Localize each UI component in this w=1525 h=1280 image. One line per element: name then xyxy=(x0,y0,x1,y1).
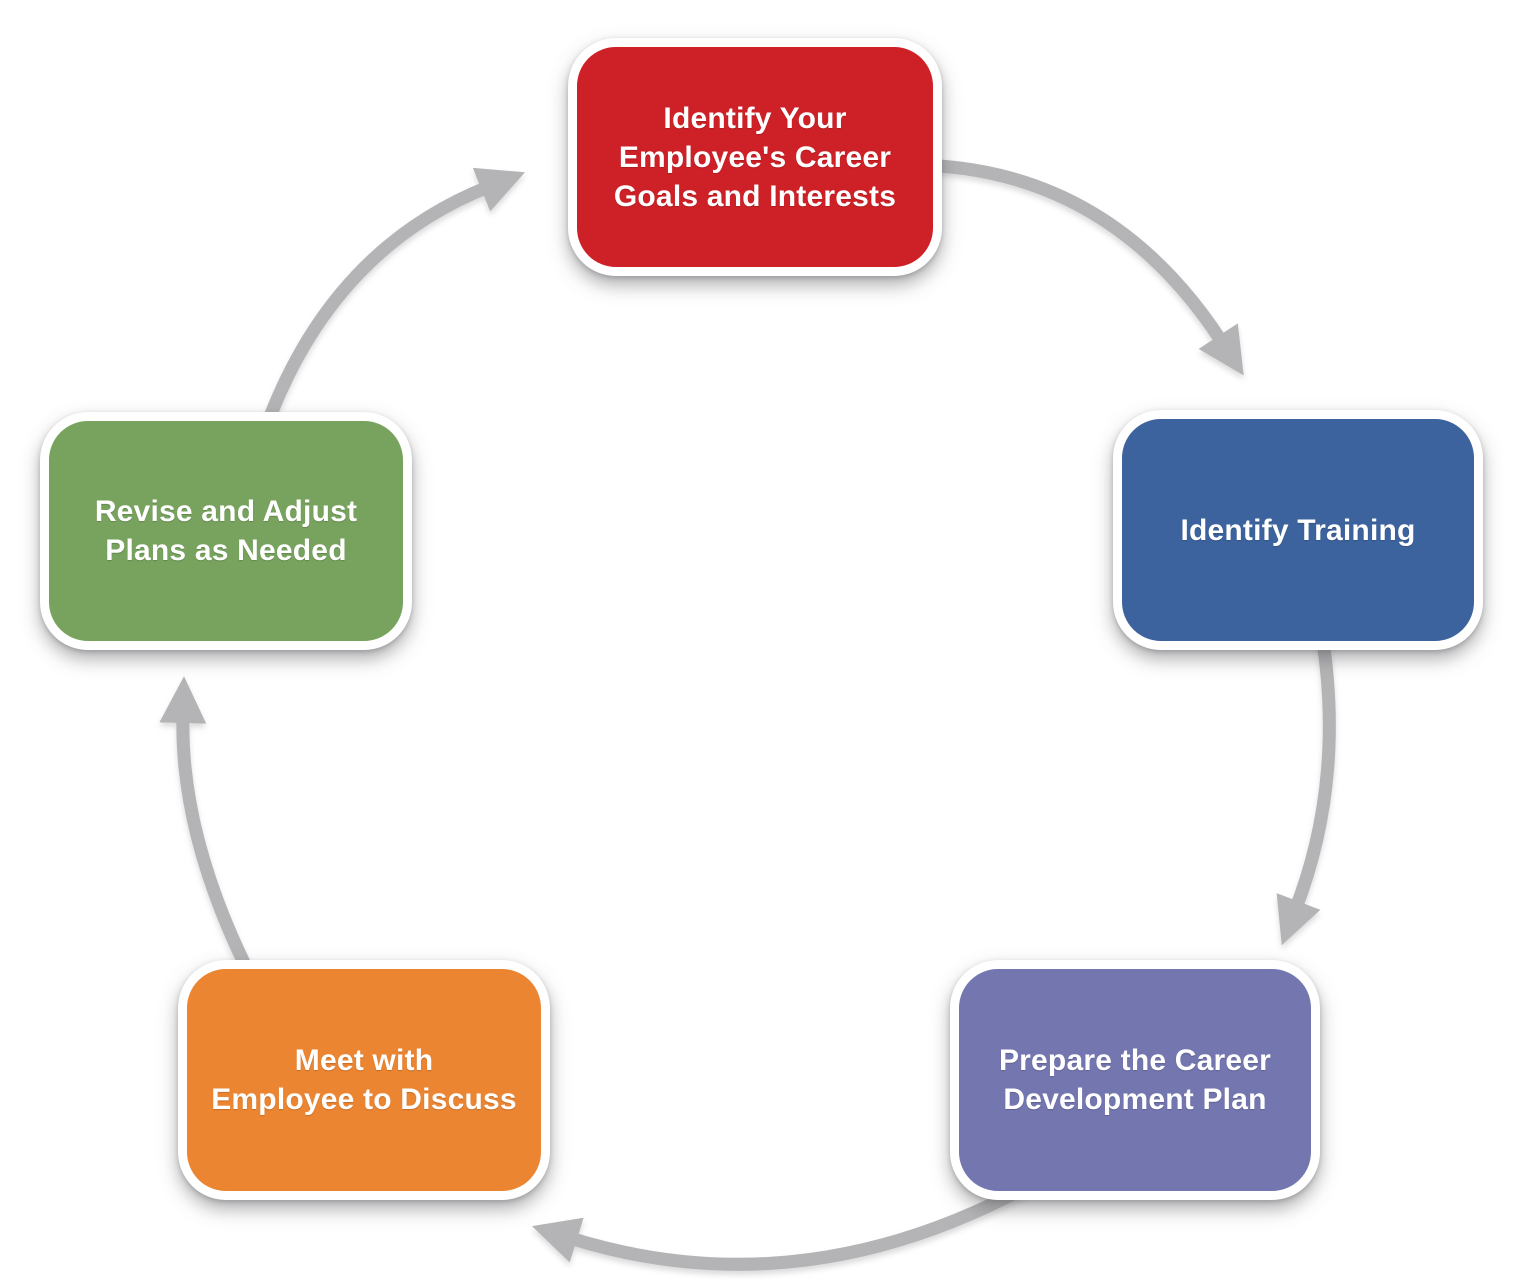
arrow-training-to-plan xyxy=(1276,633,1336,946)
node-identify-training: Identify Training xyxy=(1113,410,1483,650)
arrow-plan-to-meet xyxy=(532,1179,1034,1271)
node-meet-employee-label: Meet with Employee to Discuss xyxy=(211,1044,517,1116)
arrow-revise-to-goals xyxy=(258,167,525,433)
node-identify-training-label: Identify Training xyxy=(1180,513,1416,547)
node-revise-plans-label: Revise and Adjust Plans as Needed xyxy=(94,495,358,567)
node-revise-plans: Revise and Adjust Plans as Needed xyxy=(40,412,412,650)
node-prepare-plan-label: Prepare the Career Development Plan xyxy=(998,1044,1272,1116)
arrow-meet-to-revise xyxy=(159,676,256,978)
arrow-goals-to-training xyxy=(919,158,1244,376)
node-meet-employee: Meet with Employee to Discuss xyxy=(178,960,550,1200)
node-identify-goals: Identify Your Employee's Career Goals an… xyxy=(568,38,942,276)
node-identify-goals-label: Identify Your Employee's Career Goals an… xyxy=(613,101,897,213)
node-prepare-plan: Prepare the Career Development Plan xyxy=(950,960,1320,1200)
